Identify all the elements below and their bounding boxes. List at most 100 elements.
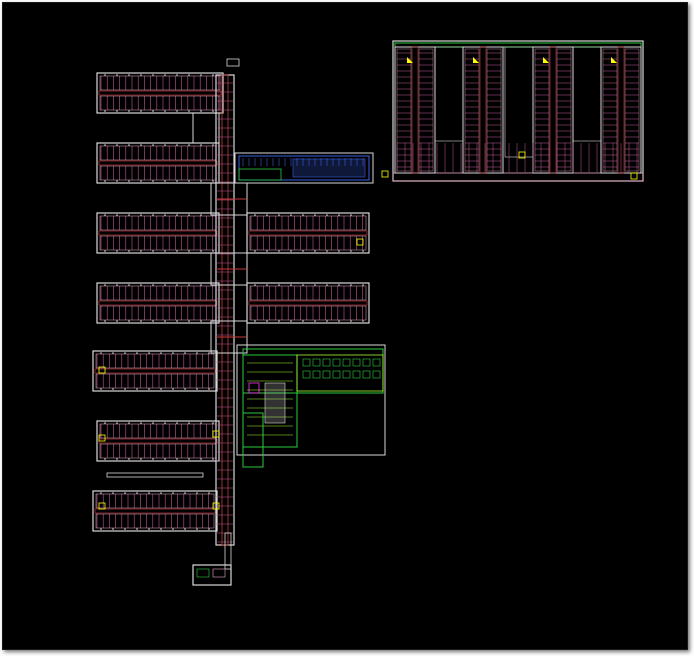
wing-9-window-dot bbox=[148, 528, 150, 530]
wing-5-window-dot bbox=[104, 284, 106, 286]
wing-7-window-dot bbox=[160, 352, 162, 354]
wing-3-window-dot bbox=[104, 214, 106, 216]
block-d-rooms-west bbox=[602, 48, 618, 172]
central-spine-corridor bbox=[221, 74, 229, 546]
wing-9-window-dot bbox=[208, 492, 210, 494]
wing-1-window-dot bbox=[212, 74, 214, 76]
wing-8-rooms-top bbox=[99, 423, 217, 439]
wing-5-window-dot bbox=[152, 320, 154, 322]
wing-3-window-dot bbox=[176, 250, 178, 252]
courtyard-2 bbox=[504, 46, 534, 158]
wing-4-window-dot bbox=[290, 214, 292, 216]
wing-8-rooms-bottom bbox=[99, 443, 217, 459]
marker bbox=[356, 238, 364, 246]
wing-2-window-dot bbox=[128, 144, 130, 146]
block-c-rooms-east bbox=[556, 48, 572, 172]
wing-1-window-dot bbox=[104, 74, 106, 76]
wing-6-window-dot bbox=[314, 320, 316, 322]
wing-6-window-dot bbox=[350, 284, 352, 286]
wing-5-window-dot bbox=[128, 284, 130, 286]
annex-cell bbox=[352, 358, 361, 367]
wing-8-window-dot bbox=[140, 458, 142, 460]
wing-2-window-dot bbox=[176, 144, 178, 146]
wing-4-window-dot bbox=[254, 250, 256, 252]
annex-cell bbox=[332, 358, 341, 367]
annex-cell bbox=[302, 358, 311, 367]
block-b-rooms-east bbox=[486, 48, 502, 172]
wing-1-window-dot bbox=[164, 110, 166, 112]
wing-8-window-dot bbox=[212, 458, 214, 460]
wing-3-window-dot bbox=[164, 214, 166, 216]
wing-5-window-dot bbox=[188, 284, 190, 286]
wing-6-window-dot bbox=[278, 284, 280, 286]
wing-1-link bbox=[192, 112, 220, 144]
wing-9-window-dot bbox=[172, 528, 174, 530]
wing-8-window-dot bbox=[176, 422, 178, 424]
office-block-inner bbox=[238, 155, 370, 181]
annex-cell bbox=[372, 358, 381, 367]
wing-5-window-dot bbox=[164, 320, 166, 322]
wing-3-window-dot bbox=[200, 214, 202, 216]
wing-3-rooms-top bbox=[99, 215, 217, 231]
wing-7-window-dot bbox=[208, 388, 210, 390]
wing-3-window-dot bbox=[200, 250, 202, 252]
wing-9-window-dot bbox=[136, 492, 138, 494]
wing-6-window-dot bbox=[290, 320, 292, 322]
wing-2-outline bbox=[96, 142, 220, 184]
wing-3-window-dot bbox=[152, 214, 154, 216]
block-a-rooms-west bbox=[396, 48, 412, 172]
wing-1-window-dot bbox=[140, 74, 142, 76]
office-block-stair bbox=[238, 168, 282, 181]
wing-2-window-dot bbox=[212, 144, 214, 146]
wing-2-window-dot bbox=[164, 180, 166, 182]
wing-3-window-dot bbox=[116, 214, 118, 216]
wing-8-window-dot bbox=[212, 422, 214, 424]
wing-5-window-dot bbox=[200, 284, 202, 286]
wing-4-window-dot bbox=[314, 214, 316, 216]
wing-9-rooms-bottom bbox=[95, 513, 215, 529]
wing-3-window-dot bbox=[188, 250, 190, 252]
annex-tail bbox=[242, 412, 264, 468]
wing-7-window-dot bbox=[196, 352, 198, 354]
wing-4-window-dot bbox=[266, 250, 268, 252]
wing-5-window-dot bbox=[140, 320, 142, 322]
office-block-hall bbox=[292, 158, 366, 178]
annex-cell bbox=[342, 358, 351, 367]
wing-4-window-dot bbox=[338, 214, 340, 216]
wing-3-window-dot bbox=[128, 214, 130, 216]
wing-7-outline bbox=[92, 350, 218, 392]
marker bbox=[98, 366, 106, 374]
wing-3-window-dot bbox=[164, 250, 166, 252]
wing-8-window-dot bbox=[128, 458, 130, 460]
wing-7-window-dot bbox=[208, 352, 210, 354]
wing-6-window-dot bbox=[302, 320, 304, 322]
wing-7-window-dot bbox=[136, 352, 138, 354]
walkway bbox=[106, 472, 204, 478]
wing-8-window-dot bbox=[116, 422, 118, 424]
wing-1-corridor bbox=[98, 90, 222, 96]
marker bbox=[212, 502, 220, 510]
wing-2-window-dot bbox=[116, 144, 118, 146]
wing-2-window-dot bbox=[140, 144, 142, 146]
wing-1-window-dot bbox=[152, 110, 154, 112]
wing-6-window-dot bbox=[266, 284, 268, 286]
wing-9-outline bbox=[92, 490, 218, 532]
wing-9-window-dot bbox=[124, 528, 126, 530]
wing-7-window-dot bbox=[112, 388, 114, 390]
wing-5-window-dot bbox=[104, 320, 106, 322]
wing-4-window-dot bbox=[362, 250, 364, 252]
wing-1-window-dot bbox=[200, 74, 202, 76]
office-block-outline bbox=[234, 152, 374, 184]
wing-2-window-dot bbox=[212, 180, 214, 182]
annex-cell bbox=[342, 370, 351, 379]
wing-2-window-dot bbox=[104, 180, 106, 182]
wing-6-window-dot bbox=[302, 284, 304, 286]
wing-5-window-dot bbox=[188, 320, 190, 322]
marker bbox=[98, 502, 106, 510]
wing-3-window-dot bbox=[176, 214, 178, 216]
wing-6-window-dot bbox=[266, 320, 268, 322]
wing-7-window-dot bbox=[100, 388, 102, 390]
north-complex-base-corridor bbox=[392, 172, 644, 182]
wing-8-window-dot bbox=[116, 458, 118, 460]
wing-6-window-dot bbox=[290, 284, 292, 286]
